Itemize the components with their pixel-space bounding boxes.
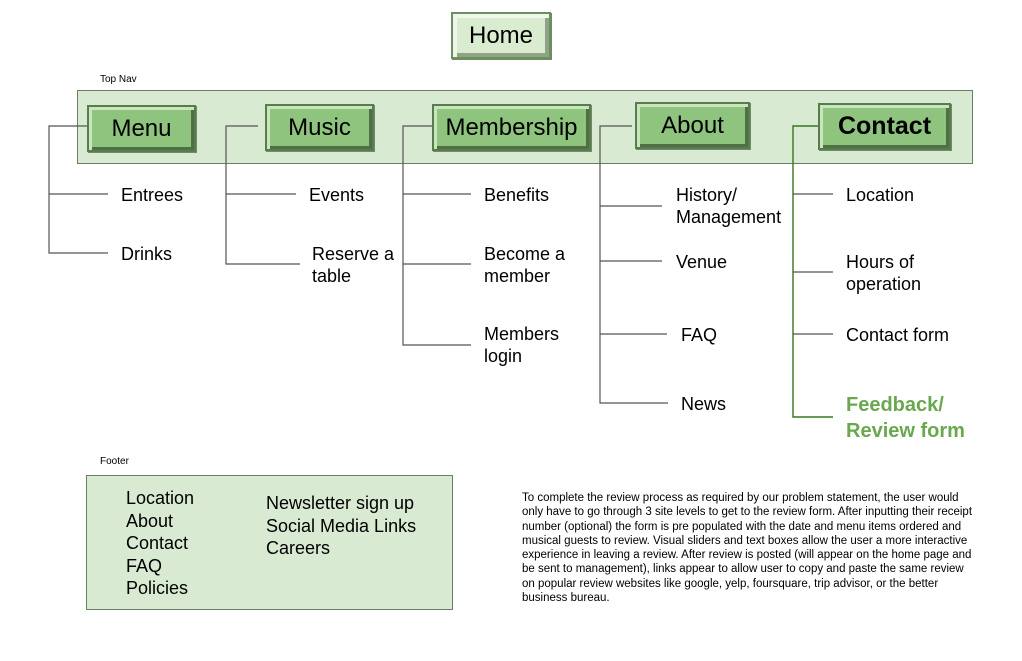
footer-link-social-media[interactable]: Social Media Links [266, 515, 417, 536]
footer-link-faq[interactable]: FAQ [126, 555, 163, 576]
membership-item-benefits[interactable]: Benefits [484, 185, 550, 205]
footer-link-location[interactable]: Location [126, 488, 195, 508]
menu-nav-button[interactable]: Menu [87, 105, 196, 152]
top-nav-caption: Top Nav [100, 74, 137, 85]
footer-link-policies[interactable]: Policies [126, 578, 189, 598]
review-process-description: To complete the review process as requir… [522, 492, 973, 605]
music-item-events[interactable]: Events [309, 185, 365, 205]
footer-column-1: Location About Contact FAQ Policies [126, 487, 194, 600]
footer-link-contact[interactable]: Contact [126, 533, 189, 553]
footer-link-careers[interactable]: Careers [266, 538, 331, 558]
contact-item-contact-form[interactable]: Contact form [846, 325, 950, 345]
membership-item-become-member[interactable]: Become a member [484, 244, 566, 286]
contact-item-feedback-review-form[interactable]: Feedback/ Review form [846, 394, 965, 442]
contact-nav-button[interactable]: Contact [818, 103, 951, 150]
menu-item-entrees[interactable]: Entrees [121, 185, 184, 205]
footer-caption: Footer [100, 456, 129, 467]
contact-item-location[interactable]: Location [846, 185, 915, 205]
about-item-history-management[interactable]: History/ Management [676, 185, 782, 227]
home-button[interactable]: Home [451, 12, 551, 59]
membership-nav-button[interactable]: Membership [432, 104, 591, 151]
about-item-news[interactable]: News [681, 394, 727, 414]
about-nav-button[interactable]: About [635, 102, 750, 149]
membership-item-members-login[interactable]: Members login [484, 324, 560, 366]
music-nav-button[interactable]: Music [265, 104, 374, 151]
footer-link-about[interactable]: About [126, 510, 174, 531]
footer-panel [86, 475, 453, 610]
contact-item-hours[interactable]: Hours of operation [846, 252, 922, 294]
footer-link-newsletter[interactable]: Newsletter sign up [266, 493, 415, 513]
footer-column-2: Newsletter sign up Social Media Links Ca… [266, 492, 416, 560]
music-item-reserve-table[interactable]: Reserve a table [312, 244, 395, 286]
about-item-faq[interactable]: FAQ [681, 325, 718, 345]
menu-item-drinks[interactable]: Drinks [121, 244, 173, 264]
about-item-venue[interactable]: Venue [676, 252, 728, 272]
